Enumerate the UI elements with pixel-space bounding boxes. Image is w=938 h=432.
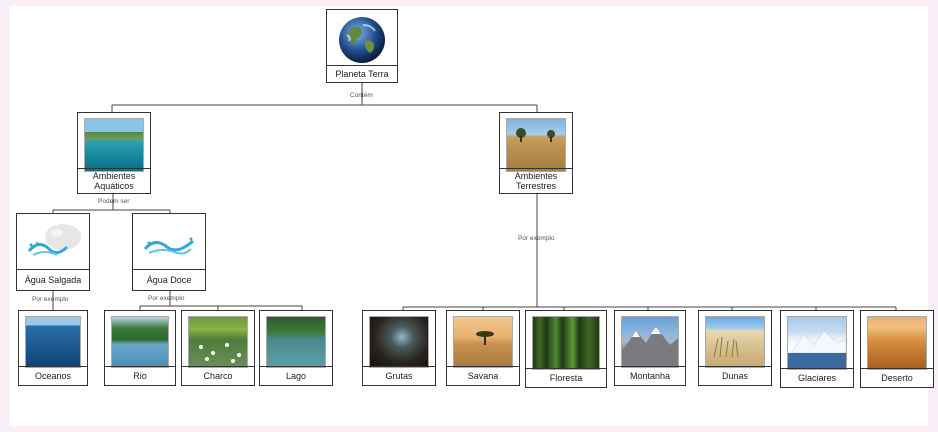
node-label: Oceanos <box>19 366 87 385</box>
node-label: Floresta <box>526 368 606 387</box>
node-agua-salgada: Água Salgada <box>16 213 90 291</box>
terrestrial-image <box>506 118 566 172</box>
aquatic-image <box>84 118 144 172</box>
connector-lines <box>52 82 897 310</box>
glaciares-image <box>787 316 847 370</box>
node-label: Dunas <box>699 366 771 385</box>
node-label: Lago <box>260 366 332 385</box>
node-deserto: Deserto <box>860 310 934 388</box>
fresh-water-image <box>139 219 199 271</box>
node-montanha: Montanha <box>614 310 686 386</box>
node-label: Água Doce <box>133 269 205 290</box>
node-planeta-terra: Planeta Terra <box>326 9 398 83</box>
savana-image <box>453 316 513 368</box>
node-label: Savana <box>447 366 519 385</box>
dunas-image <box>705 316 765 368</box>
node-label: Montanha <box>615 366 685 385</box>
node-charco: Charco <box>181 310 255 386</box>
connector-por-exemplo-doce: Por exemplo <box>148 295 185 302</box>
node-label: Glaciares <box>781 368 853 387</box>
node-agua-doce: Água Doce <box>132 213 206 291</box>
node-label: Planeta Terra <box>327 65 397 82</box>
node-rio: Rio <box>104 310 176 386</box>
node-glaciares: Glaciares <box>780 310 854 388</box>
grutas-image <box>369 316 429 368</box>
node-label: Charco <box>182 366 254 385</box>
connector-contem: Contém <box>350 92 373 99</box>
connector-podem-ser: Podem ser <box>98 198 130 205</box>
node-floresta: Floresta <box>525 310 607 388</box>
node-label: Rio <box>105 366 175 385</box>
rio-image <box>111 316 169 368</box>
node-lago: Lago <box>259 310 333 386</box>
montanha-image <box>621 316 679 368</box>
floresta-image <box>532 316 600 370</box>
concept-map-canvas: Contém Podem ser Por exemplo Por exemplo… <box>10 6 934 426</box>
node-ambientes-aquaticos: Ambientes Aquáticos <box>77 112 151 194</box>
connector-por-exemplo-terrestre: Por exemplo <box>518 235 555 242</box>
node-label: Ambientes Aquáticos <box>78 168 150 193</box>
lago-image <box>266 316 326 368</box>
oceanos-image <box>25 316 81 368</box>
node-dunas: Dunas <box>698 310 772 386</box>
charco-image <box>188 316 248 368</box>
connector-por-exemplo-salgada: Por exemplo <box>32 296 69 303</box>
node-label: Grutas <box>363 366 435 385</box>
node-grutas: Grutas <box>362 310 436 386</box>
node-label: Deserto <box>861 368 933 387</box>
earth-image <box>333 15 391 65</box>
node-label: Água Salgada <box>17 269 89 290</box>
node-label: Ambientes Terrestres <box>500 168 572 193</box>
node-oceanos: Oceanos <box>18 310 88 386</box>
salt-water-image <box>23 219 83 271</box>
deserto-image <box>867 316 927 370</box>
node-savana: Savana <box>446 310 520 386</box>
node-ambientes-terrestres: Ambientes Terrestres <box>499 112 573 194</box>
